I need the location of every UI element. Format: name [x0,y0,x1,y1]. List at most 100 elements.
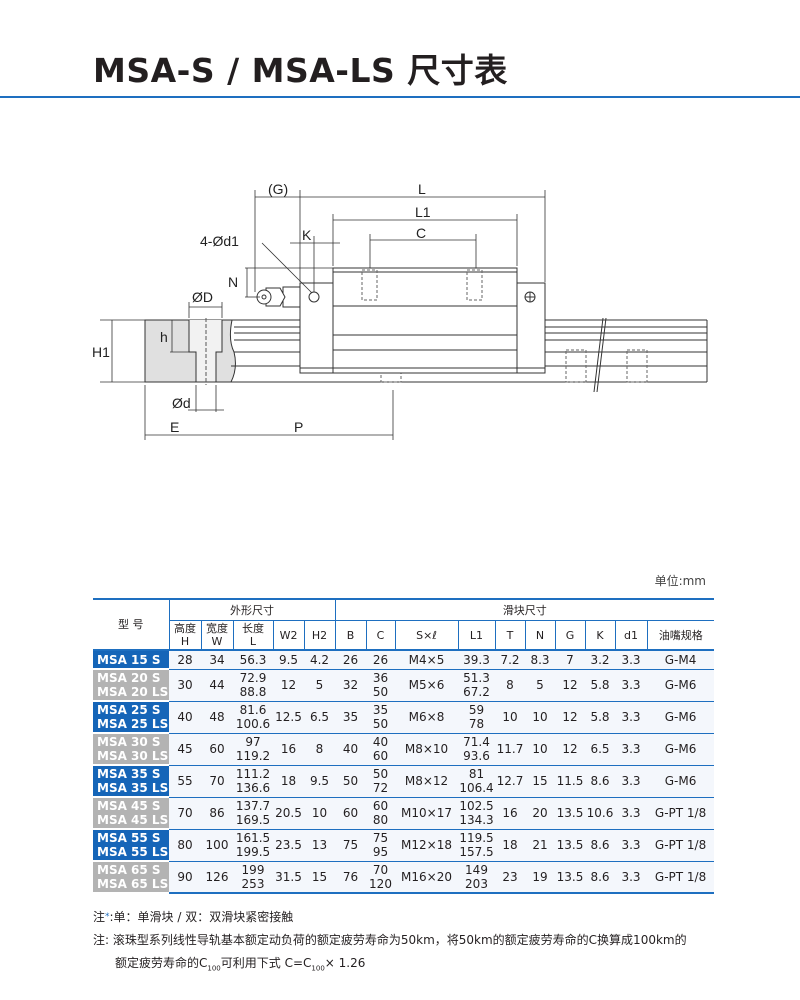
label-l: L [418,181,426,197]
value-cell: G-M6 [647,733,715,766]
model-name: MSA 30 LS [97,749,169,763]
column-header: K [584,620,615,651]
value-cell: G-PT 1/8 [647,861,715,894]
column-header: H2 [303,620,335,651]
value-cell: 59 78 [458,701,495,734]
value-cell: 40 [335,733,366,766]
model-name: MSA 65 LS [97,877,169,891]
value-cell: 102.5 134.3 [458,797,495,830]
model-name: MSA 15 S [97,652,161,667]
unit-label: 单位:mm [654,574,706,588]
label-small-d: Ød [172,395,191,411]
value-cell: 12 [555,733,585,766]
label-l1: L1 [415,204,431,220]
model-name: MSA 35 S [97,767,161,781]
value-cell: 40 60 [366,733,395,766]
header-model: 型 号 [93,599,169,651]
value-cell: 40 [169,701,201,734]
value-cell: 32 [335,669,366,702]
model-name: MSA 25 S [97,703,161,717]
value-cell: G-M6 [647,701,715,734]
column-header: 高度 H [168,620,201,651]
note-1: 注*:单：单滑块 / 双：双滑块紧密接触 [93,906,687,929]
value-cell: 60 80 [366,797,395,830]
model-name: MSA 35 LS [97,781,169,795]
grease-nipple [256,286,301,308]
note-2-line-2: 额定疲劳寿命的C100可利用下式 C=C100× 1.26 [93,952,687,980]
linear-guide-drawing: (G) L L1 C K 4-Ød1 N ØD h H1 Ød E P [92,181,708,440]
value-cell: 126 [201,861,233,894]
value-cell: 50 72 [366,765,395,798]
value-cell: 75 95 [366,829,395,862]
value-cell: 70 [169,797,201,830]
note-1-prefix: 注 [93,910,106,924]
page-title: MSA-S / MSA-LS 尺寸表 [93,51,508,90]
model-name: MSA 45 S [97,799,161,813]
value-cell: 81 106.4 [458,765,495,798]
value-cell: 70 [201,765,233,798]
label-h: h [160,329,168,345]
value-cell: 4.2 [304,650,335,670]
value-cell: 60 [335,797,366,830]
value-cell: 3.3 [615,797,647,830]
title-rule [0,96,800,98]
value-cell: 23 [495,861,525,894]
value-cell: 9.5 [304,765,335,798]
value-cell: 19 [525,861,555,894]
value-cell: 3.3 [615,733,647,766]
value-cell: 71.4 93.6 [458,733,495,766]
value-cell: 199 253 [233,861,273,894]
column-header: 油嘴规格 [646,620,715,651]
model-cell: MSA 15 S [93,650,169,670]
value-cell: M6×8 [395,701,458,734]
value-cell: 10 [304,797,335,830]
dimension-lines [100,190,546,440]
column-header: G [554,620,585,651]
value-cell: G-M6 [647,765,715,798]
value-cell: 80 [169,829,201,862]
label-d1: 4-Ød1 [200,233,239,249]
value-cell: 3.2 [585,650,615,670]
value-cell: 26 [366,650,395,670]
value-cell: 7.2 [495,650,525,670]
value-cell: 10.6 [585,797,615,830]
column-header: B [334,620,366,651]
column-header: d1 [614,620,647,651]
note-1-text: :单：单滑块 / 双：双滑块紧密接触 [109,910,294,924]
value-cell: 35 [335,701,366,734]
note-2-text-a: 额定疲劳寿命的C [115,956,208,970]
value-cell: M5×6 [395,669,458,702]
note-2-sub-2: 100 [311,964,325,973]
model-name: MSA 45 LS [97,813,169,827]
value-cell: 3.3 [615,829,647,862]
note-2: 注: 滚珠型系列线性导轨基本额定动负荷的额定疲劳寿命为50km，将50km的额定… [93,933,687,947]
value-cell: 18 [495,829,525,862]
value-cell: 36 50 [366,669,395,702]
model-name: MSA 30 S [97,735,161,749]
value-cell: 39.3 [458,650,495,670]
value-cell: 5.8 [585,701,615,734]
value-cell: 13 [304,829,335,862]
value-cell: G-M4 [647,650,715,670]
value-cell: G-PT 1/8 [647,797,715,830]
value-cell: M8×12 [395,765,458,798]
note-star: * [105,912,110,922]
value-cell: 26 [335,650,366,670]
value-cell: 3.3 [615,765,647,798]
value-cell: 15 [525,765,555,798]
value-cell: 3.3 [615,861,647,894]
value-cell: 75 [335,829,366,862]
value-cell: 8 [495,669,525,702]
label-h1: H1 [92,344,110,360]
value-cell: 3.3 [615,701,647,734]
value-cell: 12.7 [495,765,525,798]
value-cell: 10 [525,701,555,734]
label-bore-d: ØD [192,289,213,305]
